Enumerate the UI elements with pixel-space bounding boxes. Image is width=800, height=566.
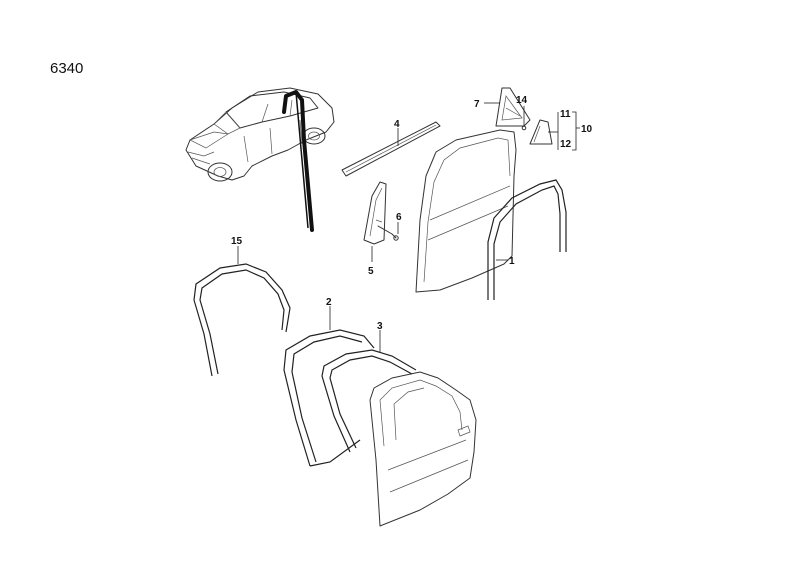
front-door-panel	[415, 129, 517, 293]
callout-15: 15	[231, 236, 243, 247]
callout-12: 12	[560, 139, 572, 150]
part-6-clip	[377, 222, 399, 241]
callout-3: 3	[377, 321, 383, 332]
callout-11: 11	[560, 109, 571, 120]
part-4-belt-molding	[341, 121, 441, 177]
part-11-triangle-trim	[529, 111, 580, 151]
callout-7: 7	[474, 99, 480, 110]
part-15-rear-weatherstrip	[193, 246, 291, 377]
part-2-rear-door-seal	[283, 306, 375, 467]
callout-2: 2	[326, 297, 332, 308]
callout-14: 14	[516, 95, 528, 106]
callout-1: 1	[509, 256, 515, 267]
rear-door-panel	[369, 371, 477, 527]
car-illustration	[185, 87, 335, 232]
callout-6: 6	[396, 212, 402, 223]
part-14-screw	[521, 106, 527, 131]
page-number: 6340	[50, 60, 84, 77]
callout-10: 10	[581, 124, 593, 135]
callout-5: 5	[368, 266, 374, 277]
part-1-front-door-seal	[487, 179, 567, 300]
part-5-pillar-garnish	[363, 181, 387, 262]
part-7-corner-garnish	[484, 87, 531, 127]
part-3-rear-door-inner-seal	[321, 330, 417, 453]
callout-4: 4	[394, 119, 400, 130]
